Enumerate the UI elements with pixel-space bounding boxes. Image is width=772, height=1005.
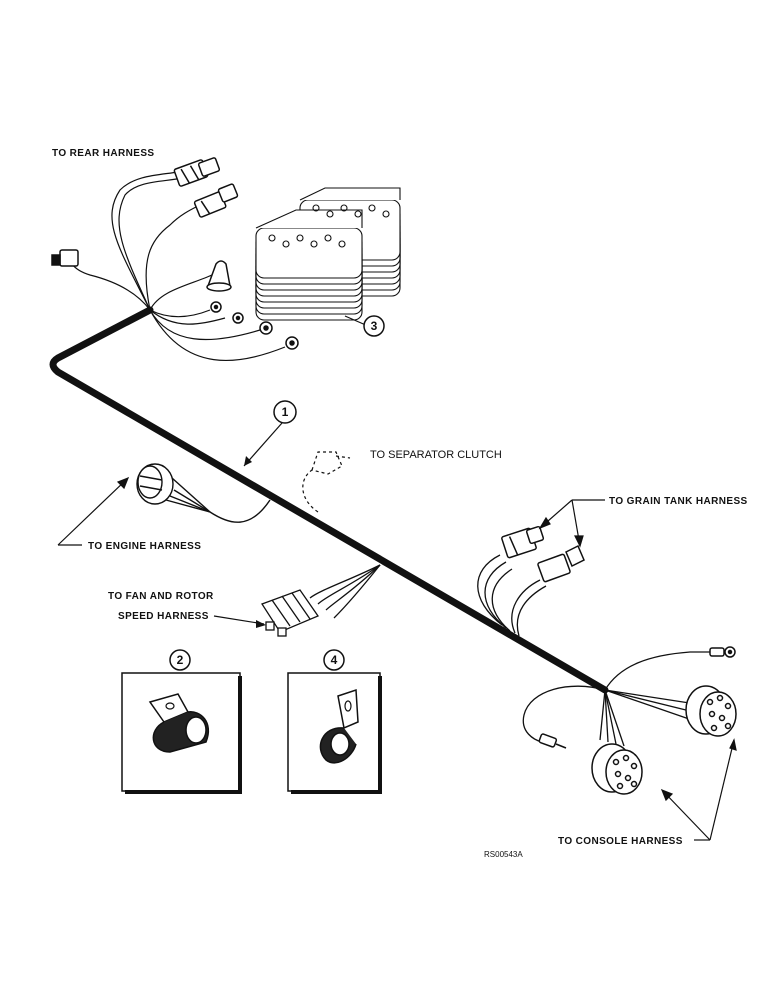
console-connector-b xyxy=(685,685,737,737)
label-rear-harness: TO REAR HARNESS xyxy=(52,148,155,159)
console-leader xyxy=(660,738,737,841)
reference-code: RS00543A xyxy=(484,850,523,859)
callout-3: 3 xyxy=(344,315,385,337)
callout-3-number: 3 xyxy=(371,319,378,333)
label-console-harness: TO CONSOLE HARNESS xyxy=(558,836,683,847)
main-harness xyxy=(49,306,609,694)
console-branch xyxy=(522,651,712,747)
clamp-inset-4 xyxy=(287,672,382,794)
fan-rotor-connector xyxy=(261,564,381,637)
separator-clutch-connector xyxy=(302,451,351,513)
rear-connector-a xyxy=(173,157,221,187)
callout-4-number: 4 xyxy=(331,653,338,667)
console-pin-terminal xyxy=(538,733,567,749)
label-fan-rotor-line1: TO FAN AND ROTOR xyxy=(108,591,214,602)
foam-pad-stacks xyxy=(255,187,401,321)
console-connector-a xyxy=(591,743,643,795)
rear-connector-b xyxy=(193,183,239,218)
grain-tank-connector-a xyxy=(501,525,545,559)
label-separator-clutch: TO SEPARATOR CLUTCH xyxy=(370,449,502,461)
engine-leader xyxy=(57,476,130,546)
callout-2: 2 xyxy=(169,649,191,671)
callout-4: 4 xyxy=(323,649,345,671)
engine-connector xyxy=(136,463,271,523)
grain-tank-connector-b xyxy=(537,544,585,583)
label-engine-harness: TO ENGINE HARNESS xyxy=(88,541,201,552)
label-grain-tank-harness: TO GRAIN TANK HARNESS xyxy=(609,496,748,507)
grain-tank-branch xyxy=(477,554,547,637)
callout-1: 1 xyxy=(243,400,297,467)
ring-terminals xyxy=(206,260,299,350)
callout-1-number: 1 xyxy=(282,405,289,419)
callout-2-number: 2 xyxy=(177,653,184,667)
clamp-inset-2 xyxy=(121,672,242,794)
console-ring-terminal xyxy=(709,646,736,658)
grain-tank-leader xyxy=(538,499,605,548)
rear-harness-branch xyxy=(71,171,286,362)
rear-connector-c xyxy=(51,249,79,267)
fan-rotor-leader xyxy=(213,615,266,628)
label-fan-rotor-line2: SPEED HARNESS xyxy=(118,611,209,622)
